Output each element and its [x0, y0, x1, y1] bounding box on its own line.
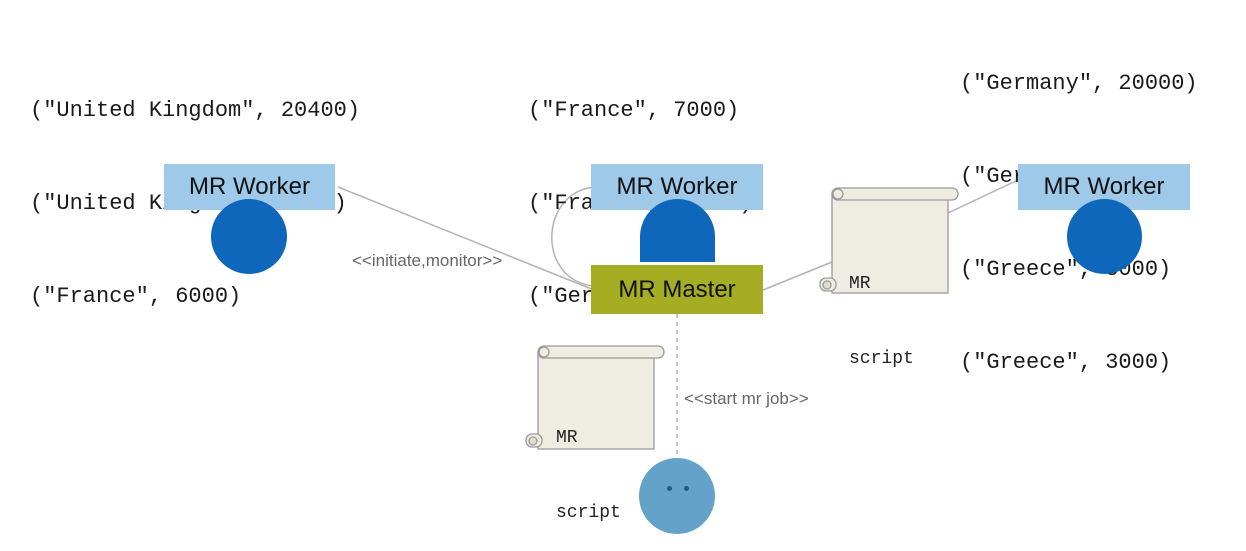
scroll-icon [819, 187, 959, 294]
record-line: ("Greece", 3000) [960, 350, 1172, 375]
worker-right-node[interactable] [1067, 199, 1142, 274]
master-node[interactable]: MR Master [591, 265, 763, 314]
loop-master-middle-worker [551, 186, 597, 287]
user-avatar-icon[interactable] [639, 458, 715, 534]
worker-middle-node[interactable] [640, 199, 715, 262]
scroll-icon [525, 345, 665, 450]
script-line: script [556, 503, 621, 523]
worker-left-label[interactable]: MR Worker [164, 164, 335, 210]
line-script-right-worker [947, 179, 1019, 214]
line-master-script [762, 261, 833, 291]
start-job-label: <<start mr job>> [684, 389, 809, 408]
record-line: ("France", 7000) [528, 98, 740, 123]
script-line: MR [849, 274, 871, 294]
initiate-monitor-label: <<initiate,monitor>> [352, 251, 503, 270]
user-eye-right [684, 486, 689, 491]
records-right: ("Germany", 20000) ("Germany", 8000) ("G… [960, 6, 1198, 409]
record-line: ("Germany", 20000) [960, 71, 1198, 96]
worker-left-node[interactable] [211, 199, 287, 274]
script-bottom-text: MR script [556, 376, 621, 551]
user-eye-left [667, 486, 672, 491]
script-line: script [849, 349, 914, 369]
record-line: ("United Kingdom", 20400) [30, 98, 361, 123]
script-line: MR [556, 428, 578, 448]
script-right-text: MR script [849, 222, 914, 397]
worker-middle-label[interactable]: MR Worker [591, 164, 763, 210]
record-line: ("France", 6000) [30, 284, 242, 309]
line-left-worker-master [337, 186, 595, 291]
record-line: ("Greece", 8000) [960, 257, 1172, 282]
worker-right-label[interactable]: MR Worker [1018, 164, 1190, 210]
